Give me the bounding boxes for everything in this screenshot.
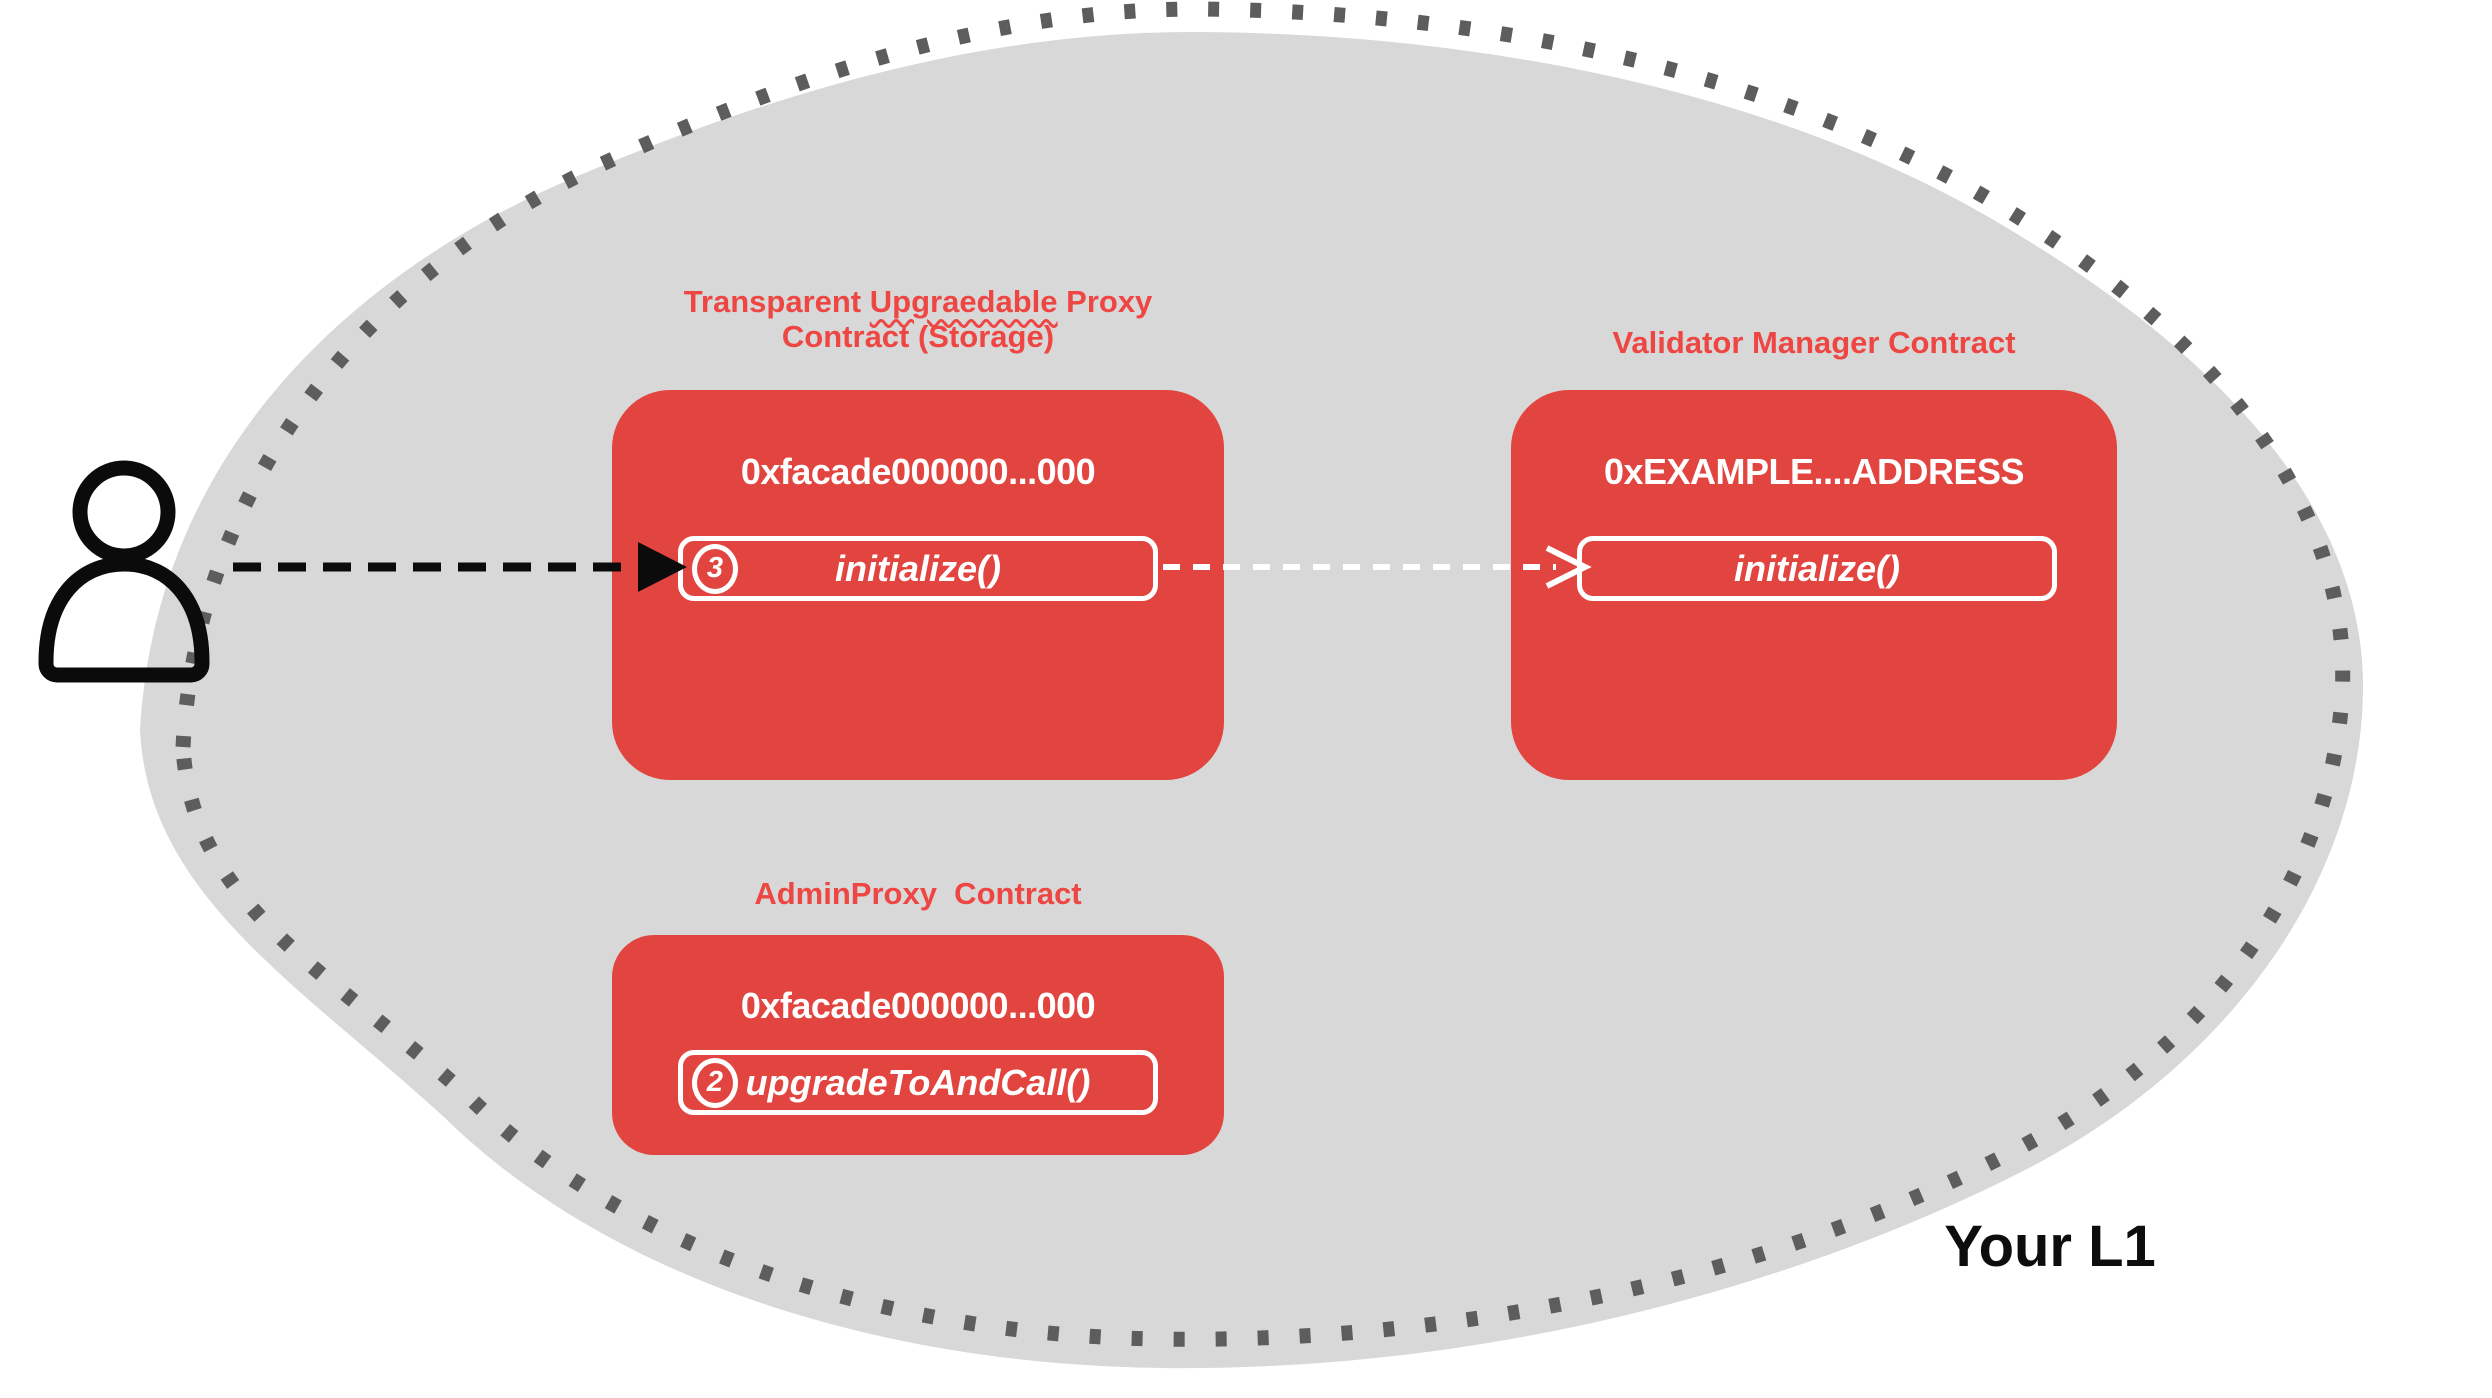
proxy-contract-title-line2: Contract (Storage)	[781, 319, 1055, 354]
validator-contract-box: 0xEXAMPLE....ADDRESS initialize()	[1511, 390, 2117, 780]
proxy-initialize-method: 3 initialize()	[678, 536, 1158, 601]
user-icon-body	[38, 556, 210, 683]
proxy-contract-box: 0xfacade000000...000 3 initialize()	[612, 390, 1224, 780]
proxy-initialize-label: initialize()	[834, 547, 1001, 589]
admin-contract-address: 0xfacade000000...000	[740, 985, 1096, 1026]
admin-upgradetoandcall-label: upgradeToAndCall()	[745, 1061, 1091, 1103]
user-icon	[38, 460, 210, 683]
validator-initialize-method: initialize()	[1577, 536, 2057, 601]
step-3-badge: 3	[692, 543, 738, 594]
proxy-contract-title-line1: Transparent Upgraedable Proxy	[612, 284, 1224, 319]
proxy-contract-address: 0xfacade000000...000	[740, 451, 1096, 492]
admin-contract-title: AdminProxy Contract	[754, 876, 1082, 911]
validator-contract-address: 0xEXAMPLE....ADDRESS	[1603, 451, 2025, 492]
step-2-badge: 2	[692, 1057, 738, 1108]
l1-region-label: Your L1	[1944, 1214, 2156, 1279]
proxy-contract-title: Transparent Upgraedable Proxy Contract (…	[612, 284, 1224, 354]
proxy-title-misspelled-word: Upgraedable	[869, 284, 1058, 319]
user-icon-head	[72, 460, 176, 564]
admin-upgradetoandcall-method: 2 upgradeToAndCall()	[678, 1050, 1158, 1115]
proxy-title-post: Proxy	[1057, 284, 1153, 319]
proxy-title-pre: Transparent	[683, 284, 870, 319]
validator-initialize-label: initialize()	[1733, 547, 1900, 589]
validator-contract-title: Validator Manager Contract	[1612, 325, 2016, 360]
admin-contract-box: 0xfacade000000...000 2 upgradeToAndCall(…	[612, 935, 1224, 1155]
